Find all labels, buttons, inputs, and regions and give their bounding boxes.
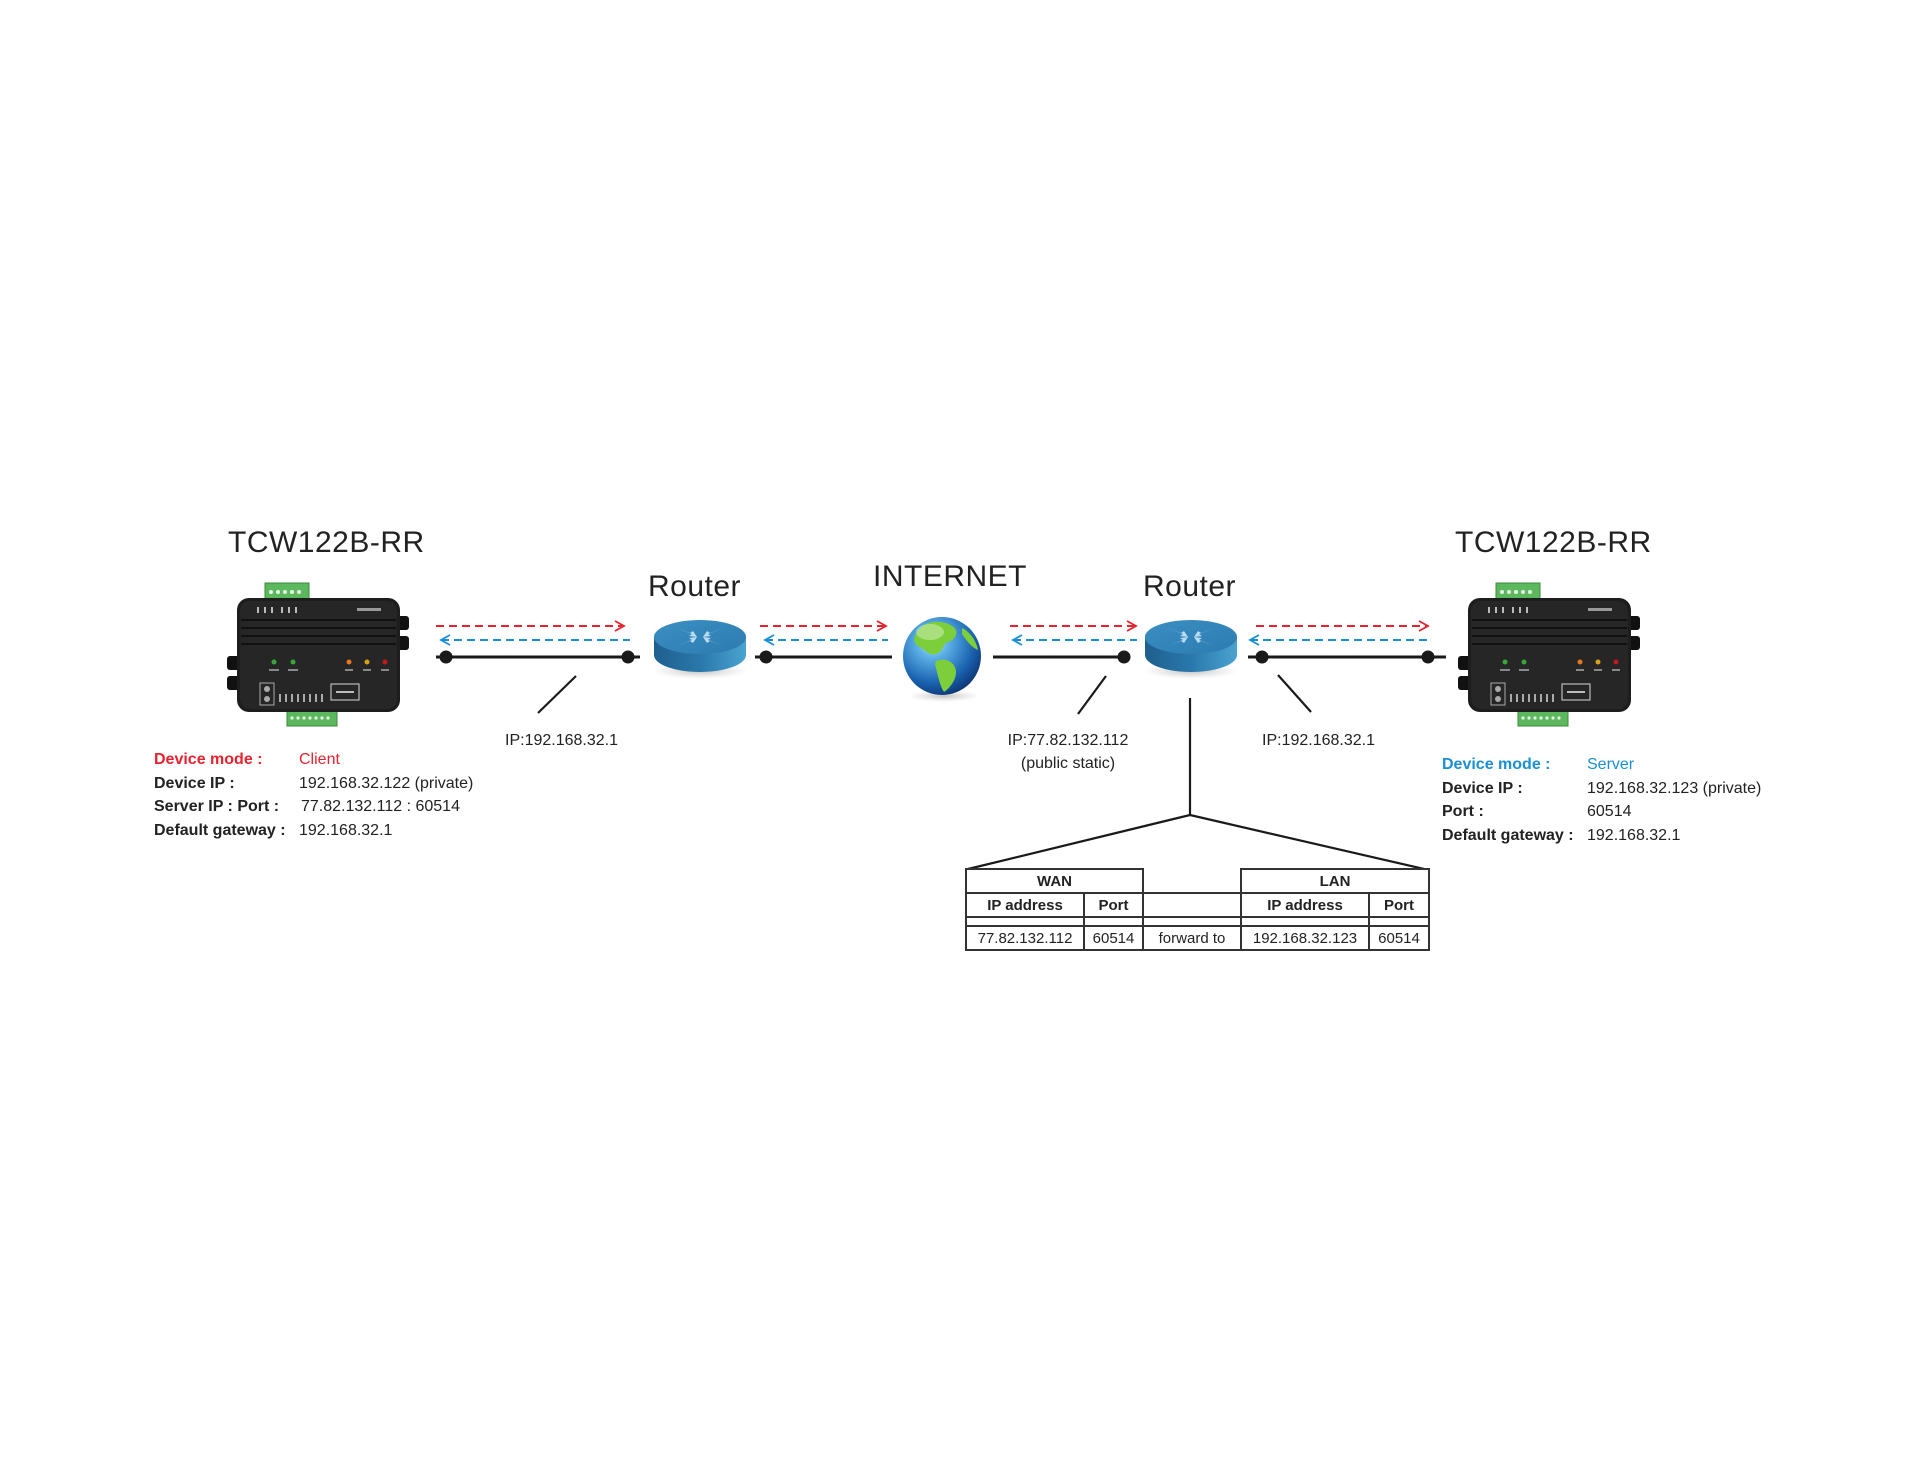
blank-cell: [1142, 892, 1242, 918]
info-value: 192.168.32.1: [1587, 826, 1681, 844]
table-group-header-row: WAN LAN: [965, 868, 1430, 894]
client-info-row: Default gateway : 192.168.32.1: [154, 819, 473, 843]
info-label: Port :: [1442, 803, 1484, 820]
info-value: 192.168.32.123 (private): [1587, 779, 1762, 797]
link-node-dot: [439, 650, 453, 664]
lan-port-cell: 60514: [1368, 925, 1430, 951]
server-info-block: Device mode : Server Device IP : 192.168.3…: [1442, 753, 1761, 847]
client-mode-label: Device mode :: [154, 751, 263, 768]
client-mode-value: Client: [299, 751, 340, 768]
link-node-dot: [621, 650, 635, 664]
link-node-dot: [1421, 650, 1435, 664]
lan-ip-col-header: IP address: [1240, 892, 1370, 918]
spacer-cell: [1240, 916, 1370, 927]
right-router-lan-ip: IP:192.168.32.1: [1262, 732, 1375, 749]
wan-ip-cell: 77.82.132.112: [965, 925, 1085, 951]
left-router-icon: [652, 620, 748, 679]
client-mode-row: Device mode : Client: [154, 748, 473, 772]
link-node-dot: [1117, 650, 1131, 664]
link-node-dot: [1255, 650, 1269, 664]
lan-ip-cell: 192.168.32.123: [1240, 925, 1370, 951]
server-device-icon: [1457, 582, 1641, 727]
info-value: 60514: [1587, 803, 1632, 820]
spacer-cell: [1142, 916, 1242, 927]
connector-left-branch: [967, 813, 1191, 871]
wan-port-cell: 60514: [1083, 925, 1144, 951]
lan-header: LAN: [1240, 868, 1430, 894]
table-spacer-row: [965, 916, 1430, 927]
wan-ip-col-header: IP address: [965, 892, 1085, 918]
info-label: Default gateway :: [154, 821, 286, 839]
wan-port-col-header: Port: [1083, 892, 1144, 918]
left-router-lan-ip: IP:192.168.32.1: [505, 732, 618, 749]
server-info-row: Device IP : 192.168.32.123 (private): [1442, 777, 1761, 801]
server-mode-value: Server: [1587, 756, 1635, 773]
wan-ip-line: IP:77.82.132.112: [1007, 732, 1129, 749]
client-device-icon: [226, 582, 410, 727]
info-label: Device IP :: [1442, 779, 1523, 797]
client-device-title: TCW122B-RR: [228, 526, 425, 559]
right-router-icon: [1143, 620, 1239, 679]
wan-ip-note: (public static): [1020, 755, 1116, 772]
ip-pointer-line: [537, 675, 577, 714]
lan-port-col-header: Port: [1368, 892, 1430, 918]
server-mode-row: Device mode : Server: [1442, 753, 1761, 777]
server-info-row: Default gateway : 192.168.32.1: [1442, 824, 1761, 848]
spacer-cell: [1083, 916, 1144, 927]
spacer-cell: [965, 916, 1085, 927]
info-value: 192.168.32.1: [299, 821, 393, 839]
client-info-row: Server IP : Port : 77.82.132.112 : 60514: [154, 795, 473, 819]
internet-title: INTERNET: [873, 560, 1027, 593]
info-value: 77.82.132.112 : 60514: [301, 798, 460, 815]
ip-pointer-line: [1077, 675, 1107, 715]
server-device-title: TCW122B-RR: [1455, 526, 1652, 559]
port-forward-table: WAN LAN IP address Port IP address Port …: [965, 868, 1430, 951]
right-router-wan-ip: IP:77.82.132.112 (public static): [1003, 729, 1133, 775]
wan-header: WAN: [965, 868, 1144, 894]
left-router-title: Router: [648, 570, 742, 603]
spacer-cell: [1368, 916, 1430, 927]
info-label: Server IP : Port :: [154, 798, 280, 815]
server-mode-label: Device mode :: [1442, 756, 1551, 773]
info-label: Default gateway :: [1442, 826, 1574, 844]
server-info-row: Port : 60514: [1442, 800, 1761, 824]
connector-right-branch: [1189, 813, 1425, 871]
right-router-title: Router: [1143, 570, 1237, 603]
table-row: 77.82.132.112 60514 forward to 192.168.3…: [965, 925, 1430, 951]
info-label: Device IP :: [154, 774, 235, 792]
blank-cell: [1142, 869, 1242, 894]
action-cell: forward to: [1142, 925, 1242, 951]
client-info-row: Device IP : 192.168.32.122 (private): [154, 772, 473, 796]
ip-pointer-line: [1277, 674, 1312, 713]
client-info-block: Device mode : Client Device IP : 192.168.3…: [154, 748, 473, 842]
info-value: 192.168.32.122 (private): [299, 774, 474, 792]
table-column-header-row: IP address Port IP address Port: [965, 892, 1430, 918]
link-node-dot: [759, 650, 773, 664]
internet-globe-icon: [903, 617, 981, 702]
